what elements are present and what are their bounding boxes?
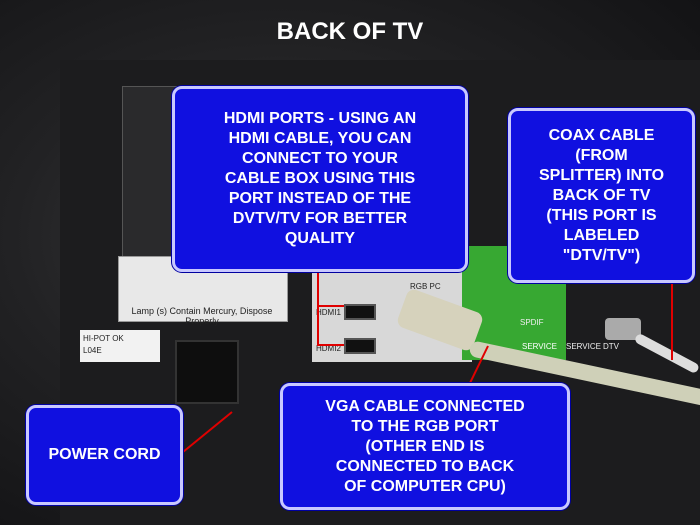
- hipot-sticker: HI-POT OK L04E: [80, 330, 160, 362]
- vga-leader-line: [469, 345, 489, 384]
- coax-callout-text: COAX CABLE (FROM SPLITTER) INTO BACK OF …: [538, 126, 665, 264]
- warning-label: [122, 86, 179, 258]
- service-label-1: SERVICE: [522, 342, 557, 351]
- power-leader-line: [182, 411, 233, 453]
- dtv-label: DTV: [603, 342, 619, 351]
- coax-callout: COAX CABLE (FROM SPLITTER) INTO BACK OF …: [508, 108, 695, 283]
- page-title: BACK OF TV: [276, 18, 424, 45]
- hdmi1-label: HDMI1: [316, 308, 341, 317]
- hdmi2-port: [344, 338, 376, 354]
- power-cord-callout: POWER CORD: [26, 405, 183, 505]
- hdmi2-label: HDMI2: [316, 344, 341, 353]
- hdmi-leader-line: [317, 272, 344, 307]
- hdmi1-port: [344, 304, 376, 320]
- hdmi-leader-line-2: [317, 306, 344, 346]
- hdmi-callout: HDMI PORTS - USING AN HDMI CABLE, YOU CA…: [172, 86, 468, 272]
- power-socket: [175, 340, 239, 404]
- rgb-label: RGB PC: [410, 282, 441, 291]
- power-cord-callout-text: POWER CORD: [48, 446, 161, 463]
- service-label-2: SERVICE: [566, 342, 601, 351]
- spdif-label: SPDIF: [520, 318, 544, 327]
- coax-connector: [605, 318, 641, 340]
- vga-callout-text: VGA CABLE CONNECTED TO THE RGB PORT (OTH…: [325, 397, 525, 495]
- lamp-warning-text: Lamp (s) Contain Mercury, Dispose Proper…: [131, 306, 273, 326]
- hdmi-callout-text: HDMI PORTS - USING AN HDMI CABLE, YOU CA…: [223, 110, 417, 247]
- vga-callout: VGA CABLE CONNECTED TO THE RGB PORT (OTH…: [280, 383, 570, 510]
